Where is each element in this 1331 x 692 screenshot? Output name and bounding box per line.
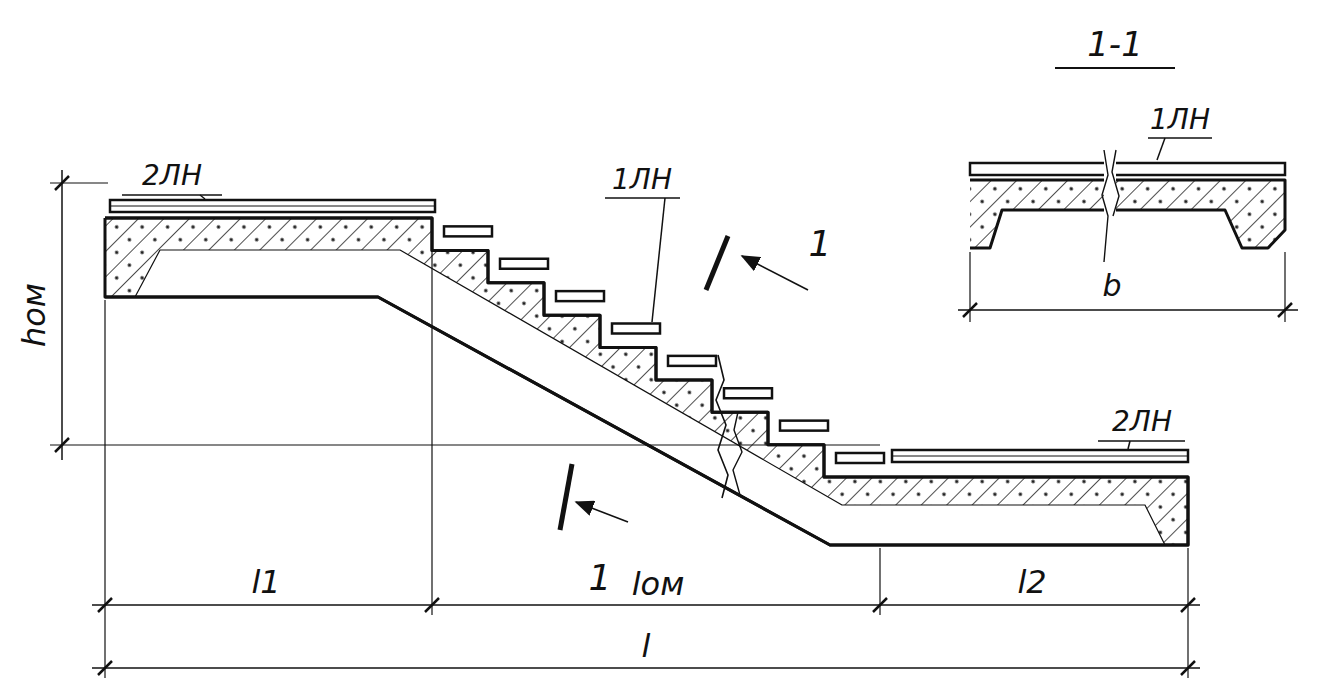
drawing-label: l2: [1017, 566, 1046, 598]
dimension-tick: [873, 598, 887, 612]
section-arrow: [576, 502, 628, 522]
section-hatch: [970, 180, 1285, 248]
break-line: [733, 412, 742, 495]
drawing-label: 2ЛН: [1112, 408, 1172, 436]
extension-line: [50, 182, 108, 183]
tread-tile: [836, 453, 884, 463]
title-underline: [1055, 67, 1175, 69]
section-mark: [706, 236, 728, 290]
extension-line: [431, 240, 432, 615]
tread-tile: [500, 259, 548, 269]
drawing-label: l: [642, 630, 651, 662]
tread-tile: [724, 388, 772, 398]
break-line: [1102, 150, 1108, 262]
concrete-hatch: [105, 218, 1188, 545]
dimension-line: [92, 604, 1200, 606]
drawing-label: 1ЛН: [612, 166, 672, 194]
concrete-layer-outline: [105, 218, 1188, 545]
section-arrow: [742, 256, 808, 290]
dimension-line: [61, 170, 63, 460]
tread-tile: [444, 226, 492, 236]
dimension-line: [958, 309, 1298, 311]
leader-line: [200, 195, 205, 199]
leader-line: [652, 198, 665, 322]
extension-line: [104, 300, 105, 678]
extension-line: [1187, 548, 1188, 678]
dimension-tick: [55, 176, 69, 190]
tread-tile: [556, 291, 604, 301]
break-gap: [1104, 158, 1116, 214]
landing-plate: [892, 450, 1188, 462]
dimension-tick: [98, 661, 112, 675]
landing-plate-line: [110, 206, 435, 207]
tread-tile: [612, 324, 660, 334]
dimension-line: [92, 667, 1200, 669]
drawing-label: b: [1102, 271, 1121, 301]
section-number: 1: [589, 560, 612, 596]
leader-shelf: [605, 197, 680, 199]
section-mark: [560, 464, 572, 530]
break-line: [716, 355, 728, 498]
flight-outline-close: [105, 218, 1188, 545]
tread-tile: [780, 421, 828, 431]
dimension-tick: [55, 438, 69, 452]
dimension-tick: [425, 598, 439, 612]
dimension-tick: [963, 303, 977, 317]
tread-tile: [668, 356, 716, 366]
drawing-label: lом: [632, 568, 685, 600]
break-line: [1112, 150, 1119, 216]
section-title: 1-1: [1087, 27, 1143, 61]
leader-line: [1157, 138, 1165, 160]
flight-outline: [105, 218, 1188, 545]
drawing-label: 2ЛН: [142, 162, 202, 190]
landing-plate-line: [892, 456, 1188, 457]
drawing-label: l1: [251, 566, 280, 598]
dimension-tick: [98, 598, 112, 612]
drawing-label: hом: [18, 283, 50, 347]
landing-plate: [110, 200, 435, 212]
dimension-tick: [1181, 598, 1195, 612]
leader-shelf: [122, 194, 222, 196]
extension-line: [50, 444, 880, 445]
section-number: 1: [809, 226, 832, 262]
section-plate: [970, 163, 1285, 175]
drawing-label: 1ЛН: [1150, 106, 1210, 134]
section-outline: [970, 180, 1285, 248]
leader-shelf: [1148, 137, 1212, 139]
dimension-tick: [1278, 303, 1292, 317]
leader-line: [1128, 441, 1130, 449]
dimension-tick: [1181, 661, 1195, 675]
leader-shelf: [1098, 440, 1185, 442]
